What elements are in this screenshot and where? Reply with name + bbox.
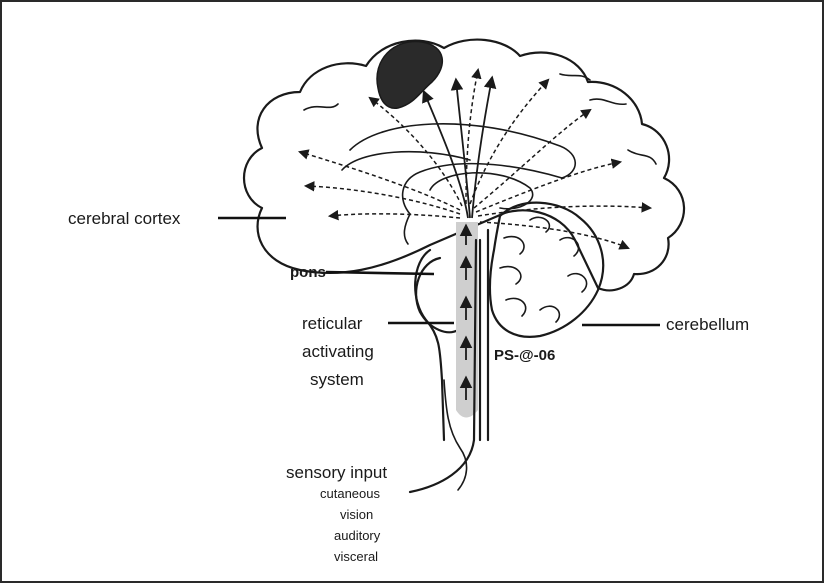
watermark-text: PS-@-06 xyxy=(494,347,555,364)
label-pons: pons xyxy=(290,264,326,281)
sensory-item: visceral xyxy=(334,549,378,564)
sensory-item: auditory xyxy=(334,528,381,543)
sensory-item: cutaneous xyxy=(320,486,380,501)
pons-bulge xyxy=(416,258,458,332)
label-sensory-input: sensory input xyxy=(286,463,387,482)
cortex-blob xyxy=(377,42,442,109)
fornix xyxy=(342,152,470,244)
leader-pons xyxy=(326,272,434,274)
sensory-item: vision xyxy=(340,507,373,522)
cerebellum-outline xyxy=(490,203,603,337)
diffuse-projections xyxy=(300,70,650,248)
label-cerebral-cortex: cerebral cortex xyxy=(68,209,181,228)
label-reticular-2: activating xyxy=(302,342,374,361)
label-reticular-3: system xyxy=(310,370,364,389)
label-reticular-1: reticular xyxy=(302,314,363,333)
label-cerebellum: cerebellum xyxy=(666,315,749,334)
